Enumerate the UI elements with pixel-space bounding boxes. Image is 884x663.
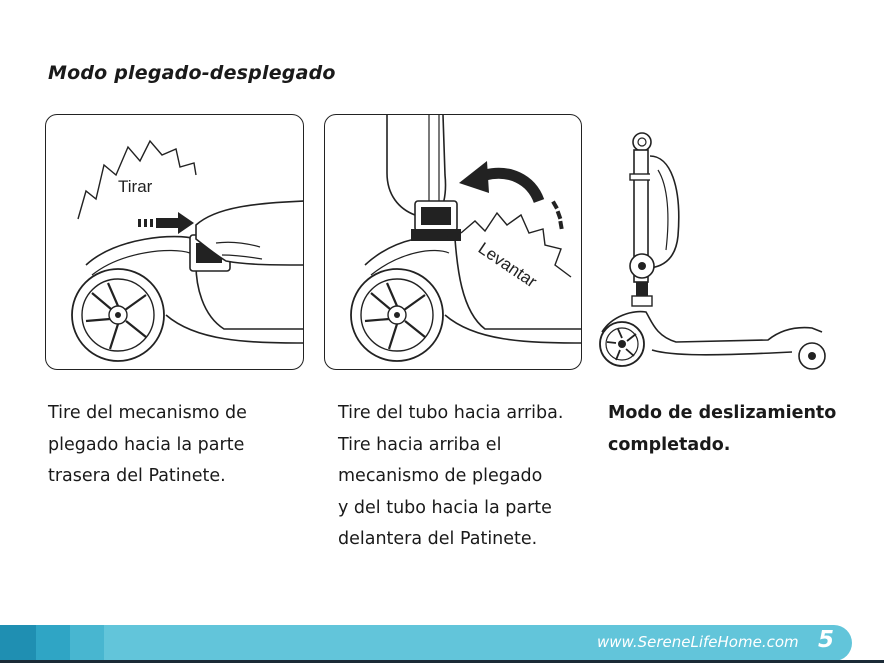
- caption-line: plegado hacia la parte: [48, 430, 247, 462]
- illustration-lift-tube: Levantar: [324, 114, 582, 370]
- caption-line: Tire del mecanismo de: [48, 398, 247, 430]
- label-levantar: Levantar: [475, 239, 541, 292]
- label-tirar: Tirar: [118, 177, 153, 196]
- caption-line: trasera del Patinete.: [48, 461, 247, 493]
- footer-block: [36, 625, 70, 661]
- footer-block: [0, 625, 36, 661]
- caption-line: completado.: [608, 430, 836, 462]
- section-heading: Modo plegado-desplegado: [48, 62, 336, 84]
- caption-step-2: Tire del tubo hacia arriba. Tire hacia a…: [338, 398, 563, 556]
- caption-step-1: Tire del mecanismo de plegado hacia la p…: [48, 398, 247, 493]
- website-link[interactable]: www.SereneLifeHome.com: [597, 633, 799, 651]
- caption-line: delantera del Patinete.: [338, 524, 563, 556]
- caption-line: y del tubo hacia la parte: [338, 493, 563, 525]
- illustration-scooter-complete: [592, 126, 844, 376]
- caption-line: Tire del tubo hacia arriba.: [338, 398, 563, 430]
- caption-line: Tire hacia arriba el: [338, 430, 563, 462]
- caption-line: Modo de deslizamiento: [608, 398, 836, 430]
- footer-block: [70, 625, 104, 661]
- page-number: 5: [818, 627, 834, 653]
- page-footer: www.SereneLifeHome.com 5: [0, 625, 884, 663]
- caption-step-3: Modo de deslizamiento completado.: [608, 398, 836, 461]
- caption-line: mecanismo de plegado: [338, 461, 563, 493]
- illustration-pull-mechanism: Tirar: [45, 114, 304, 370]
